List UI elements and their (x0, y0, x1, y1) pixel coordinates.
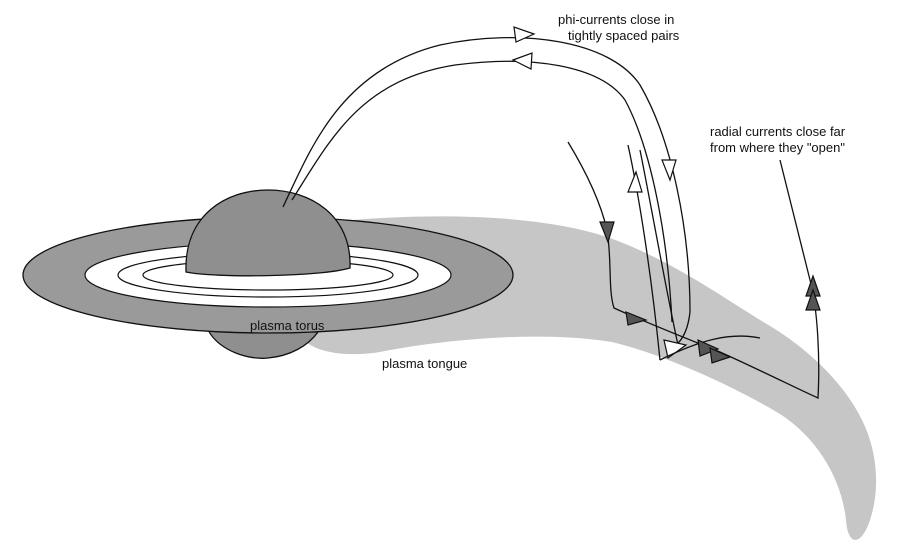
radial-currents-label-line2: from where they "open" (710, 140, 845, 155)
phi-current-return-left2 (639, 149, 679, 346)
phi-current-return-left1 (627, 144, 661, 361)
radial-currents-label-line1: radial currents close far (710, 124, 846, 139)
phi-arrow-top-2 (511, 52, 533, 70)
phi-arrow-left-up (627, 170, 643, 193)
planet-dome (185, 189, 351, 277)
phi-current-inner-path (291, 60, 673, 323)
radial-arrow-right-2 (709, 347, 732, 364)
phi-currents-label-line2: tightly spaced pairs (568, 28, 680, 43)
plasma-tongue-label: plasma tongue (382, 356, 468, 371)
phi-currents-label-line1: phi-currents close in (558, 12, 675, 27)
plasma-torus-label: plasma torus (250, 318, 325, 333)
phi-arrow-right-down (661, 159, 677, 182)
radial-arrow-mid-1 (625, 311, 648, 326)
planet-lower-half (206, 329, 320, 359)
radial-arrow-down (599, 221, 615, 244)
radial-arrow-up-2 (805, 288, 821, 311)
radial-current-branch (659, 335, 761, 361)
phi-arrow-top-1 (513, 26, 536, 43)
radial-arrow-right-1 (697, 339, 720, 357)
phi-current-outer-path (282, 37, 691, 313)
